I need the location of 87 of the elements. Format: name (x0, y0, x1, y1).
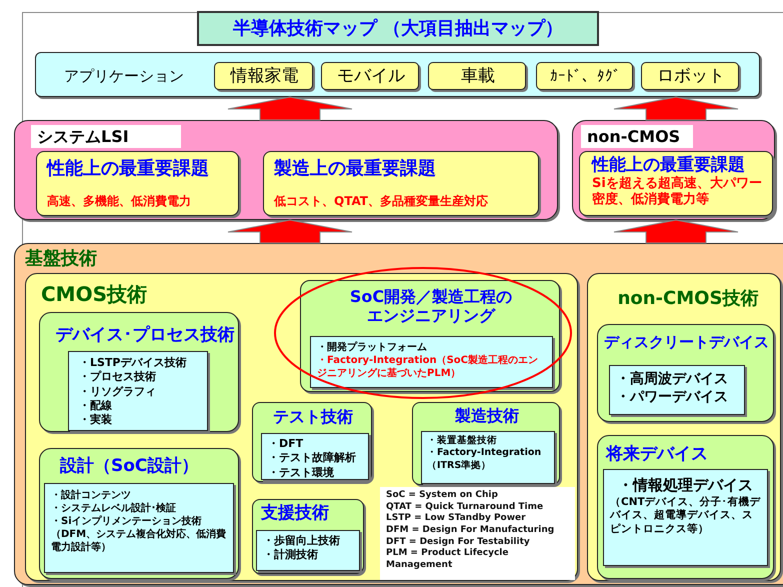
app-box (428, 62, 526, 90)
list-item: ・装置基盤技術 (427, 435, 498, 448)
issue-text: Siを超える超高速、大パワー密度、低消費電力等 (592, 176, 763, 208)
category-box (300, 280, 560, 392)
arrow (614, 220, 738, 244)
app-label: 情報家電 (229, 66, 300, 86)
box-heading: 将来デバイス (606, 444, 709, 464)
list-item: ・リソグラフィ (79, 384, 157, 399)
list-item: ・計測技術 (263, 548, 319, 563)
list-item: ・パワーデバイス (616, 388, 729, 406)
list-item: ・設計コンテンツ (51, 489, 132, 502)
list-item: ・配線 (79, 398, 113, 414)
item-list (68, 351, 208, 431)
category-box (252, 499, 364, 574)
app-label: ｶｰﾄﾞ、ﾀｸﾞ (549, 67, 622, 85)
app-label: ロボット (656, 66, 726, 86)
box-heading: 性能上の最重要課題 (592, 155, 746, 176)
band (35, 52, 760, 97)
box-heading: SoC開発／製造工程のエンジニアリング (348, 287, 514, 326)
item-list (603, 469, 768, 566)
issue-text: 低コスト、QTAT、多品種変量生産対応 (274, 194, 489, 208)
panel-heading: non-CMOS (581, 125, 693, 148)
app-box (214, 62, 313, 90)
list-item: ・実装 (79, 413, 113, 428)
category-box (412, 402, 560, 485)
glossary-entry: DFT = Design For Testability (386, 536, 531, 548)
app-label: モバイル (336, 66, 406, 86)
panel (572, 120, 775, 220)
panel-heading: システムLSI (31, 125, 181, 148)
category-box (39, 312, 239, 432)
category-box (39, 448, 239, 579)
item-list (310, 336, 553, 388)
list-item: ・テスト環境 (268, 466, 335, 480)
issue-box (263, 151, 539, 216)
box-heading: 設計（SoC設計） (60, 456, 200, 476)
list-item: ・テスト故障解析 (268, 451, 357, 466)
list-item: （CNTデバイス、分子･有機デバイス、超電導デバイス、スピントロニクス等） (610, 496, 761, 537)
panel-heading: non-CMOS技術 (616, 288, 760, 310)
category-box (597, 324, 774, 422)
list-item: ・LSTPデバイス技術 (79, 356, 188, 370)
glossary-entry: SoC = System on Chip (386, 490, 499, 502)
item-list (256, 530, 360, 571)
glossary-entry: QTAT = Quick Turnaround Time (386, 502, 544, 513)
issue-box (36, 151, 239, 216)
arrow (228, 96, 352, 120)
glossary-entry: PLM = Product Lifecycle Management (386, 548, 510, 572)
title: 半導体技術マップ （大項目抽出マップ） (197, 11, 599, 46)
category-box (597, 435, 774, 579)
list-item: ・システムレベル設計･検証 (51, 502, 177, 515)
box-heading: 製造上の最重要課題 (274, 158, 437, 180)
band-label: アプリケーション (64, 67, 185, 85)
list-item: ・DFT (268, 437, 304, 452)
box-heading: 支援技術 (261, 503, 330, 524)
panel-heading: 基盤技術 (25, 248, 98, 270)
list-item: ・Factory-Integration（SoC製造工程のエンジニアリングに基づいたPLM） (317, 354, 540, 380)
app-box (536, 62, 633, 90)
glossary-entry: DFM = Design For Manufacturing (386, 525, 556, 537)
list-item: ・プロセス技術 (79, 370, 157, 385)
arrow (228, 220, 352, 244)
issue-text: 高速、多機能、低消費電力 (47, 194, 192, 208)
box-heading: 性能上の最重要課題 (47, 158, 210, 180)
glossary-entry: LSTP = Low STandby Power (386, 513, 527, 525)
list-item: ・歩留向上技術 (263, 534, 341, 548)
panel (14, 120, 558, 220)
panel (14, 243, 783, 585)
list-item: ・Factory-Integration（ITRS準拠） (427, 447, 542, 472)
list-item: ・情報処理デバイス (617, 476, 754, 496)
item-list (44, 483, 234, 573)
box-heading: ディスクリートデバイス (603, 333, 770, 351)
list-item: ・Siインプリメンテーション技術（DFM、システム複合化対応、低消費電力設計等） (51, 515, 227, 554)
box-heading: デバイス･プロセス技術 (54, 325, 236, 346)
item-list (421, 431, 555, 484)
list-item: ・開発プラットフォーム (317, 341, 428, 354)
box-heading: 製造技術 (454, 406, 520, 426)
app-label: 車載 (460, 66, 496, 86)
category-panel (587, 273, 781, 581)
panel-heading: CMOS技術 (41, 282, 148, 306)
item-list (261, 433, 369, 480)
category-panel (25, 273, 578, 581)
item-list (609, 365, 745, 415)
category-box (252, 402, 372, 482)
app-box (321, 62, 419, 90)
app-box (641, 62, 739, 90)
list-item: ・高周波デバイス (616, 370, 729, 388)
box-heading: テスト技術 (272, 407, 354, 426)
issue-box (579, 151, 773, 216)
arrow (614, 96, 738, 120)
